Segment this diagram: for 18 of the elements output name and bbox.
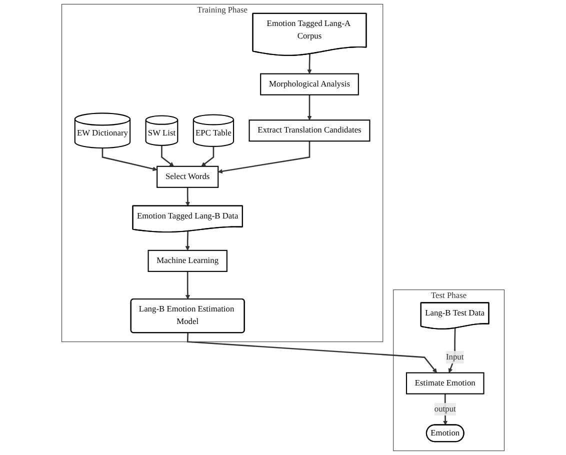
edge-label: Input [446,352,464,362]
node-box: Select Words [156,166,219,188]
node-box: Extract Translation Candidates [248,120,370,142]
arrow [218,141,310,174]
arrow [307,54,312,74]
node-box: Morphological Analysis [260,73,359,96]
arrow [161,145,174,167]
arrow [185,231,190,251]
arrow [185,271,190,300]
arrow [443,394,448,426]
edge-label: output [434,404,456,414]
node-box: Machine Learning [148,250,228,272]
node-box: Estimate Emotion [406,372,484,394]
arrow [185,187,190,206]
arrow [102,148,158,172]
arrow [201,146,214,167]
arrow [186,332,437,373]
arrow [307,94,312,120]
